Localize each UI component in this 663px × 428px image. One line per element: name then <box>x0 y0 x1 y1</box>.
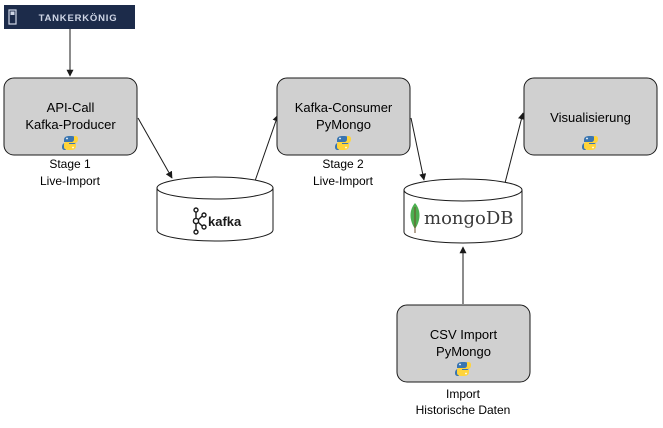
csv-line1: CSV Import <box>430 327 498 342</box>
csv-caption-1: Import <box>446 387 481 401</box>
csv-caption-2: Historische Daten <box>416 403 511 417</box>
consumer-caption-1: Stage 2 <box>322 157 364 171</box>
python-icon <box>335 136 351 150</box>
connectors <box>66 29 525 304</box>
visual-line1: Visualisierung <box>550 110 631 125</box>
kafka-icon <box>192 207 207 235</box>
consumer-line2: PyMongo <box>316 117 371 132</box>
python-icon <box>455 362 471 376</box>
consumer-caption-2: Live-Import <box>313 174 374 188</box>
producer-line1: API-Call <box>47 100 95 115</box>
python-icon <box>582 136 598 150</box>
producer-caption-1: Stage 1 <box>49 157 91 171</box>
producer-caption-2: Live-Import <box>40 174 101 188</box>
visual-node: Visualisierung <box>523 77 658 156</box>
tankerkoenig-logo: TANKERKÖNIG <box>4 5 135 29</box>
leaf-icon <box>410 203 420 233</box>
producer-node: API-Call Kafka-Producer <box>3 77 138 156</box>
arrow-consumer-to-mongodb <box>410 117 427 181</box>
mongodb-store: mongoDB <box>403 178 523 244</box>
kafka-store: kafka <box>156 176 274 242</box>
consumer-node: Kafka-Consumer PyMongo <box>276 77 411 156</box>
arrow-producer-to-kafka <box>137 117 173 179</box>
python-icon <box>62 136 78 150</box>
mongodb-label: mongoDB <box>424 208 514 229</box>
arrow-mongodb-to-visual <box>504 112 525 184</box>
csv-line2: PyMongo <box>436 344 491 359</box>
logo-text: TANKERKÖNIG <box>39 13 118 24</box>
consumer-line1: Kafka-Consumer <box>295 100 393 115</box>
csv-node: CSV Import PyMongo <box>396 304 531 383</box>
arrow-kafka-to-consumer <box>254 114 280 182</box>
fuel-pump-icon <box>8 9 17 25</box>
kafka-label: kafka <box>208 214 242 229</box>
producer-line2: Kafka-Producer <box>25 117 116 132</box>
